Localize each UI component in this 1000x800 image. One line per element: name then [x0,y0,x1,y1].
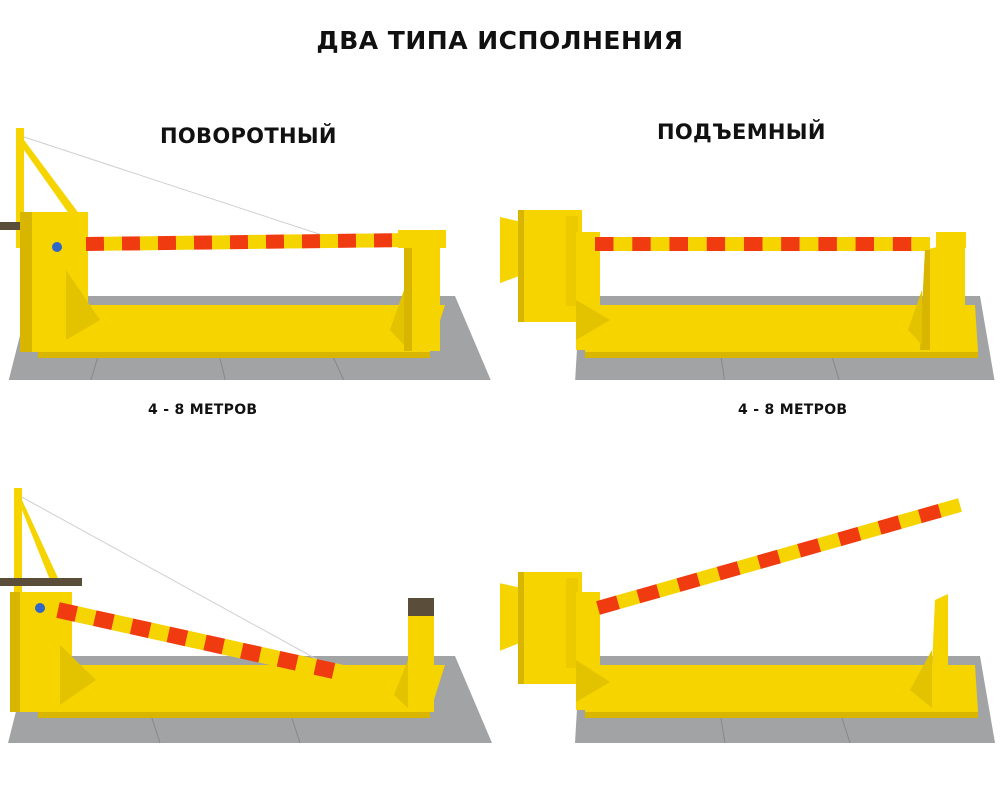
arm-stripe-segment [616,589,641,610]
left-gusset [66,270,100,340]
support-post [408,598,434,712]
counterweight-rod [0,578,82,586]
post-mast [16,128,24,248]
support-post [920,240,965,350]
arm-stripe-segment [148,622,170,643]
left-gusset [60,645,96,705]
arm-stripe-segment [837,526,862,547]
arm-stripe-segment [716,561,741,581]
arm-stripe-segment [56,602,79,622]
arm-stripe-segment [129,618,152,639]
swing-length-label: 4 - 8 МЕТРОВ [148,402,258,418]
barrier-arm [596,498,962,615]
arm-stripe-segment [111,614,134,635]
support-post [930,594,948,710]
arm-stripe-segment [857,521,882,541]
arm-stripe-segment [313,659,336,679]
drive-cover [500,583,522,651]
counterweight-rod [0,222,36,230]
lift-length-label: 4 - 8 МЕТРОВ [738,402,848,418]
guy-wire [17,494,341,673]
base-plate [585,305,978,352]
base-plate [35,305,445,352]
lift-barrier-closed-illustration [500,0,1000,380]
arm-stripe-segment [756,549,781,569]
base-plate [585,665,978,712]
swing-type-heading: ПОВОРОТНЫЙ [160,124,337,148]
right-gusset [390,290,404,345]
swing-barrier-open-illustration [0,420,500,800]
arm-stripe-segment [184,630,207,651]
arm-stripe-segment [295,655,317,675]
swing-barrier-closed-illustration [0,0,500,380]
arm-stripe-segment [817,532,842,552]
arm-stripe-segment [877,515,902,535]
lift-barrier-open-illustration [500,420,1000,800]
right-gusset [908,290,922,345]
guy-wire [17,134,326,237]
arm-stripe-segment [736,555,761,575]
page-title: ДВА ТИПА ИСПОЛНЕНИЯ [316,26,684,55]
arm-stripe-segment [596,595,621,615]
arm-stripe-segment [258,646,281,667]
barrier-arm [56,602,354,683]
barrier-arm [85,233,411,251]
drive-cover [500,217,522,284]
hinge-badge [35,603,45,613]
arm-stripe-segment [276,650,299,671]
arm-stripe-segment [636,584,661,604]
arm-stripe-segment [656,578,681,598]
arm-stripe-segment [897,509,922,529]
arm-stripe-segment [797,538,822,558]
post-mast [14,488,22,610]
right-gusset [394,660,408,708]
arm-stripe-segment [221,638,244,659]
arm-stripe-segment [696,566,721,587]
arm-stripe-segment [676,572,701,592]
base-plate [35,665,445,712]
hinge-badge [52,242,62,252]
lift-type-heading: ПОДЪЕМНЫЙ [657,120,826,144]
arm-stripe-segment [166,626,189,647]
arm-stripe-segment [331,663,354,683]
arm-stripe-segment [917,503,942,524]
arm-stripe-segment [93,610,115,630]
arm-stripe-segment [937,498,962,518]
right-gusset [910,650,932,708]
arm-stripe-segment [74,606,97,626]
arm-stripe-segment [203,634,226,655]
arm-stripe-segment [240,642,262,663]
arm-stripe-segment [777,544,802,564]
